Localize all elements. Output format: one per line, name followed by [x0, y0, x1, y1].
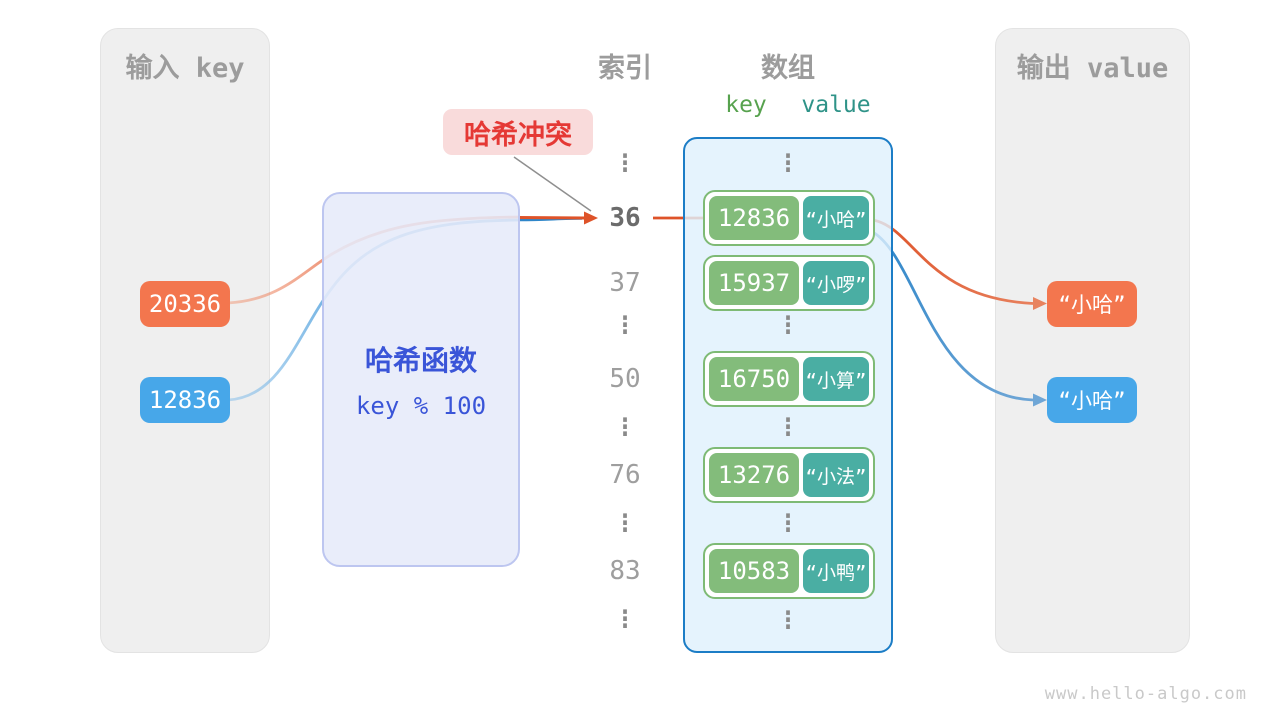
arrow-hash-to-index-line: [517, 216, 585, 220]
index-50: 50: [609, 364, 641, 394]
array-row: 12836 “小哈”: [703, 190, 875, 246]
pair-key: 12836: [709, 196, 799, 240]
array-ellipsis: ⋮: [777, 413, 799, 441]
index-ellipsis: ⋮: [614, 413, 636, 441]
index-ellipsis: ⋮: [614, 509, 636, 537]
hash-function-box: 哈希函数 key % 100: [322, 192, 520, 567]
array-row: 15937 “小啰”: [703, 255, 875, 311]
index-ellipsis: ⋮: [614, 311, 636, 339]
pair-key: 13276: [709, 453, 799, 497]
pair-value: “小啰”: [803, 261, 869, 305]
hash-function-formula: key % 100: [355, 392, 487, 420]
array-row: 16750 “小算”: [703, 351, 875, 407]
output-value-panel: [995, 28, 1190, 653]
index-column-title: 索引: [598, 53, 652, 84]
index-83: 83: [609, 556, 641, 586]
output-panel-title: 输出 value: [1016, 53, 1169, 84]
input-key-20336: 20336: [140, 281, 230, 327]
array-ellipsis: ⋮: [777, 311, 799, 339]
index-37: 37: [609, 268, 641, 298]
hash-function-name: 哈希函数: [364, 344, 477, 377]
collision-pointer-line: [513, 156, 592, 212]
array-value-header: value: [801, 92, 871, 118]
input-key-panel: [100, 28, 270, 653]
pair-value: “小法”: [803, 453, 869, 497]
input-panel-title: 输入 key: [125, 53, 245, 84]
pair-value: “小算”: [803, 357, 869, 401]
watermark: www.hello-algo.com: [1044, 684, 1247, 704]
pair-key: 15937: [709, 261, 799, 305]
array-row: 10583 “小鸭”: [703, 543, 875, 599]
output-value-orange: “小哈”: [1047, 281, 1137, 327]
input-key-12836: 12836: [140, 377, 230, 423]
array-column-title: 数组: [761, 53, 815, 84]
pair-value: “小哈”: [803, 196, 869, 240]
array-key-header: key: [725, 92, 767, 118]
curve-blue-merge-segment: [518, 217, 583, 222]
array-ellipsis: ⋮: [777, 509, 799, 537]
array-ellipsis: ⋮: [777, 606, 799, 634]
output-value-blue: “小哈”: [1047, 377, 1137, 423]
index-36: 36: [609, 203, 641, 233]
pair-key: 16750: [709, 357, 799, 401]
pair-value: “小鸭”: [803, 549, 869, 593]
array-row: 13276 “小法”: [703, 447, 875, 503]
index-ellipsis: ⋮: [614, 605, 636, 633]
hash-collision-label: 哈希冲突: [443, 109, 593, 155]
index-ellipsis: ⋮: [614, 149, 636, 177]
pair-key: 10583: [709, 549, 799, 593]
array-ellipsis: ⋮: [777, 149, 799, 177]
index-76: 76: [609, 460, 641, 490]
